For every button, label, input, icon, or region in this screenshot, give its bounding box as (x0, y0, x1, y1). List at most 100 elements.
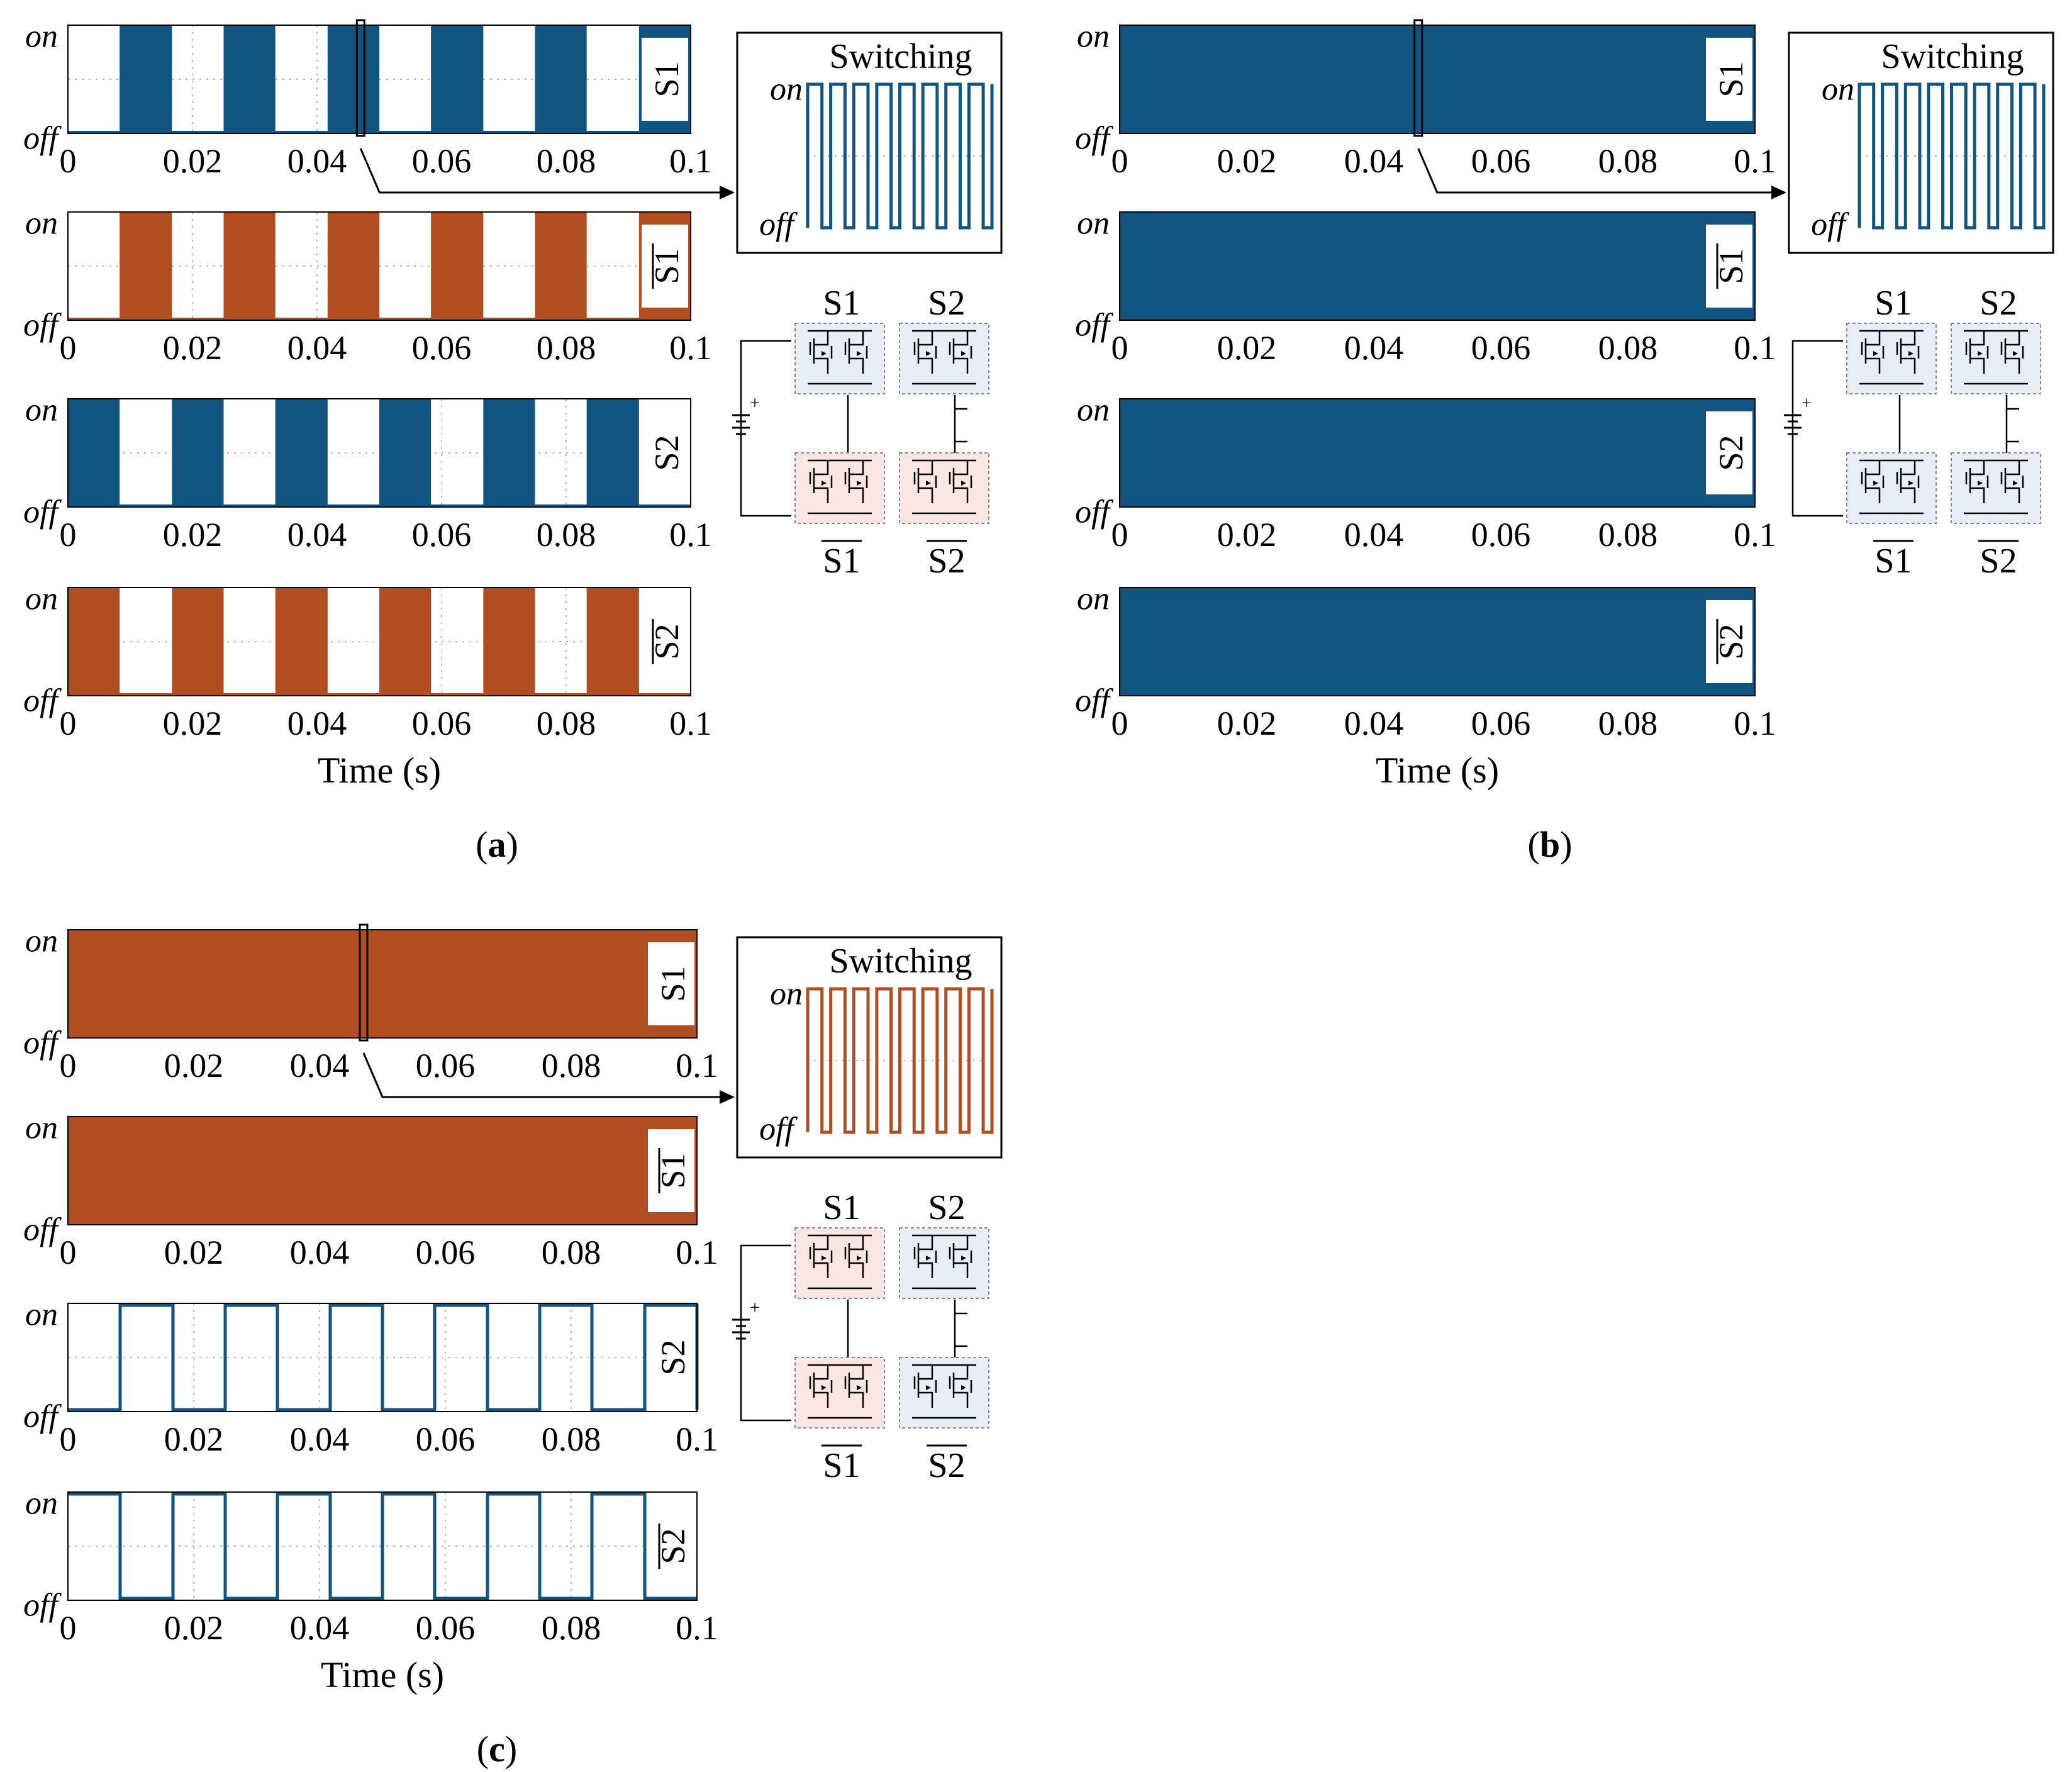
diode-mark (926, 351, 931, 356)
x-tick-label: 0.02 (163, 142, 223, 180)
y-label-on: on (25, 19, 58, 55)
diode-mark (1873, 481, 1878, 486)
series-label-bg (648, 942, 694, 1025)
y-label-on: on (25, 1110, 58, 1146)
igbt-symbol (949, 1235, 972, 1278)
x-tick-label: 0.02 (163, 516, 223, 554)
x-tick-label: 0.1 (669, 329, 712, 367)
igbt-symbol (844, 460, 868, 503)
zoom-arrow-line (359, 148, 722, 194)
signal-block (1120, 212, 1755, 320)
switch-bus (1859, 459, 1924, 515)
plot-frame (67, 211, 691, 321)
caption-letter: b (1540, 824, 1560, 865)
series-label-bg (642, 411, 688, 494)
signal-block (120, 212, 172, 320)
signal-block (1120, 399, 1755, 507)
igbt-symbol (844, 1235, 868, 1278)
x-tick-label: 0 (60, 1047, 77, 1084)
inset-on-label: on (770, 976, 803, 1012)
series-label-bg (648, 1316, 694, 1399)
series-label: S2 (654, 1339, 692, 1375)
igbt-symbol (844, 331, 868, 374)
series-label: S1 (1712, 61, 1750, 97)
igbt-symbol (1965, 460, 1989, 503)
circuit-label-s1: S1 (823, 1188, 860, 1227)
signal-block (68, 588, 120, 696)
inset-off-label: off (759, 1112, 798, 1147)
x-tick-label: 0.08 (1598, 516, 1658, 554)
x-axis-label: Time (s) (1376, 750, 1499, 791)
diode-mark (1908, 351, 1913, 356)
x-tick-label: 0.08 (537, 705, 596, 742)
zoom-arrow-line (1417, 148, 1774, 194)
inset-on-label: on (770, 72, 803, 108)
x-tick-label: 0.04 (287, 516, 347, 554)
switch-shade (1846, 452, 1937, 524)
x-tick-label: 0.04 (1344, 705, 1404, 742)
switch-bus (912, 1364, 976, 1419)
y-label-off: off (1075, 494, 1113, 530)
y-label-off: off (23, 1025, 62, 1061)
diode-mark (2013, 481, 2018, 486)
series-label: S2 (654, 1528, 692, 1564)
x-axis-label: Time (s) (321, 1654, 444, 1695)
circuit-label-s1: S1 (823, 284, 860, 323)
plot-frame (1119, 587, 1756, 696)
switch-shade (794, 1357, 885, 1429)
igbt-symbol (949, 331, 972, 374)
x-tick-label: 0.06 (416, 1234, 476, 1271)
switch-bus (912, 459, 976, 515)
signal-block (275, 588, 328, 696)
series-label: S1 (1712, 248, 1750, 284)
circuit-label-s1bar: S1 (823, 1446, 860, 1485)
x-tick-label: 0.1 (1734, 329, 1776, 367)
x-tick-label: 0.1 (676, 1234, 718, 1271)
x-tick-label: 0.08 (537, 516, 596, 554)
y-label-off: off (1075, 308, 1113, 343)
switch-shade (794, 1227, 885, 1299)
inset-waveform (806, 987, 994, 1134)
y-label-off: off (23, 683, 62, 719)
x-tick-label: 0.06 (416, 1420, 476, 1458)
diode-mark (822, 1256, 827, 1261)
switch-shade (899, 323, 989, 394)
x-tick-label: 0.08 (1598, 142, 1658, 180)
x-tick-label: 0.1 (669, 705, 712, 742)
switch-shade (899, 1357, 989, 1429)
circuit-label-s1bar: S1 (1874, 542, 1912, 581)
switch-bus (808, 330, 872, 385)
circuit-label-s1: S1 (1874, 284, 1912, 323)
switch-module (899, 452, 989, 524)
switch-module (794, 323, 885, 394)
switch-module (794, 1227, 885, 1299)
plot-frame (67, 1491, 698, 1601)
x-tick-label: 0 (60, 142, 77, 180)
switch-module (899, 1227, 989, 1299)
switch-module (1951, 452, 2041, 524)
inset-waveform (806, 82, 994, 230)
y-label-off: off (1075, 121, 1113, 157)
igbt-symbol (949, 460, 972, 503)
y-label-off: off (23, 1588, 62, 1624)
diode-mark (961, 351, 966, 356)
y-label-off: off (23, 494, 62, 530)
signal-block (1120, 588, 1755, 696)
signal-line (68, 1303, 699, 1412)
signal-block (483, 399, 535, 507)
igbt-symbol (1896, 460, 1920, 503)
diode-mark (1978, 351, 1983, 356)
switch-bus (1964, 330, 2028, 385)
series-label-bg (1706, 600, 1752, 683)
zoom-marker (355, 19, 365, 137)
x-tick-label: 0.02 (164, 1047, 224, 1084)
series-label: S1 (648, 61, 686, 97)
signal-block (379, 399, 432, 507)
zoom-marker (1413, 19, 1423, 137)
x-tick-label: 0.02 (1217, 329, 1277, 367)
zoom-arrow-head (1771, 186, 1786, 199)
